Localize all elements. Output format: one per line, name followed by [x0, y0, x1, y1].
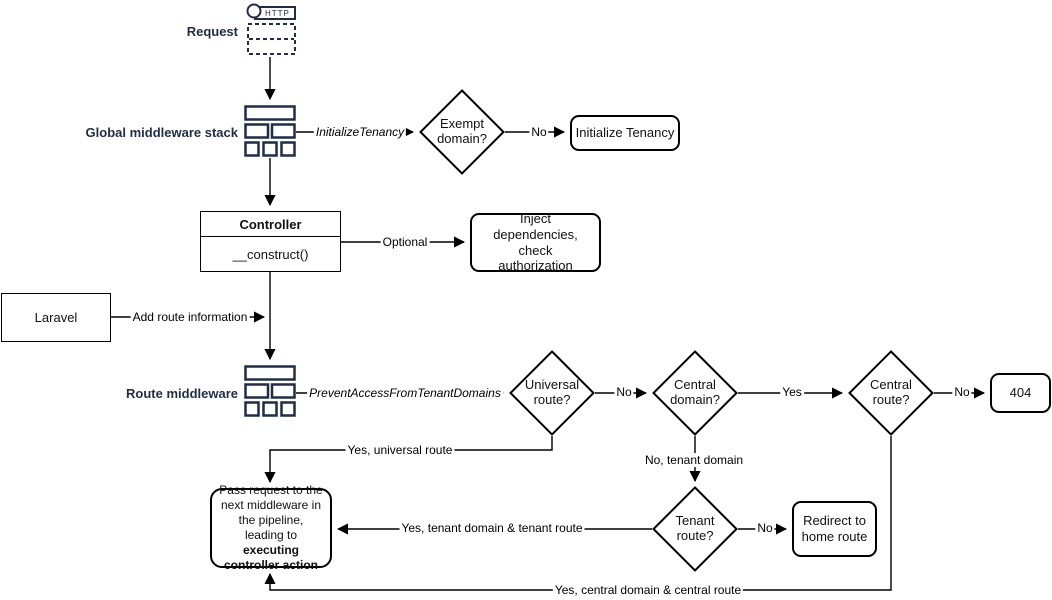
decision-label: Exempt domain?: [437, 116, 487, 146]
edge-label-no-central-route: No: [952, 385, 972, 399]
pass-request-bold-text: executing controller action: [223, 543, 318, 572]
inject-dependencies-node: Inject dependencies, check authorization: [470, 211, 601, 274]
http-request-icon: HTTP: [245, 2, 297, 57]
edge-label-yes-tenant: Yes, tenant domain & tenant route: [399, 521, 585, 535]
controller-class-node: Controller __construct(): [200, 211, 341, 272]
decision-label: Central domain?: [670, 377, 720, 407]
laravel-node: Laravel: [1, 293, 111, 342]
edge-label-optional: Optional: [380, 235, 430, 249]
edge-label-yes-universal-route: Yes, universal route: [345, 443, 455, 457]
http-icon-label: HTTP: [265, 9, 290, 18]
pass-request-text: Pass request to the next middleware in t…: [219, 483, 323, 542]
request-label: Request: [186, 24, 238, 39]
decision-label: Tenant route?: [675, 513, 715, 543]
universal-route-decision: Universal route?: [509, 350, 595, 436]
node-label: 404: [1009, 385, 1032, 401]
edge-label-initialize-tenancy: InitializeTenancy: [313, 125, 407, 139]
pass-request-node: Pass request to the next middleware in t…: [210, 483, 332, 572]
edge-label-no-tenant-route: No: [755, 521, 775, 535]
node-label: Laravel: [34, 310, 78, 325]
node-label: Initialize Tenancy: [575, 125, 675, 141]
node-label: Redirect to home route: [801, 513, 868, 544]
decision-label: Universal route?: [524, 377, 580, 407]
central-domain-decision: Central domain?: [652, 350, 738, 436]
route-middleware-label: Route middleware: [126, 386, 238, 401]
controller-method: __construct(): [232, 246, 309, 262]
redirect-home-node: Redirect to home route: [792, 501, 877, 557]
edge-label-no-exempt: No: [529, 125, 549, 139]
controller-title: Controller: [201, 212, 340, 237]
edge-label-yes-central: Yes, central domain & central route: [552, 583, 744, 597]
middleware-stack-icon: [244, 105, 296, 157]
edge-label-no-tenant-domain: No, tenant domain: [642, 453, 746, 467]
edge-label-no-universal: No: [614, 385, 634, 399]
global-middleware-label: Global middleware stack: [85, 125, 238, 140]
edge-label-prevent-access: PreventAccessFromTenantDomains: [307, 386, 503, 400]
initialize-tenancy-node: Initialize Tenancy: [570, 115, 680, 151]
decision-label: Central route?: [870, 377, 912, 407]
not-found-node: 404: [990, 373, 1051, 413]
node-label: Inject dependencies, check authorization: [493, 211, 578, 274]
central-route-decision: Central route?: [848, 350, 934, 436]
exempt-domain-decision: Exempt domain?: [419, 89, 505, 175]
edge-label-yes-central-domain: Yes: [780, 385, 804, 399]
tenant-route-decision: Tenant route?: [652, 486, 738, 572]
route-middleware-stack-icon: [244, 365, 296, 417]
edge-label-add-route-information: Add route information: [130, 310, 250, 324]
